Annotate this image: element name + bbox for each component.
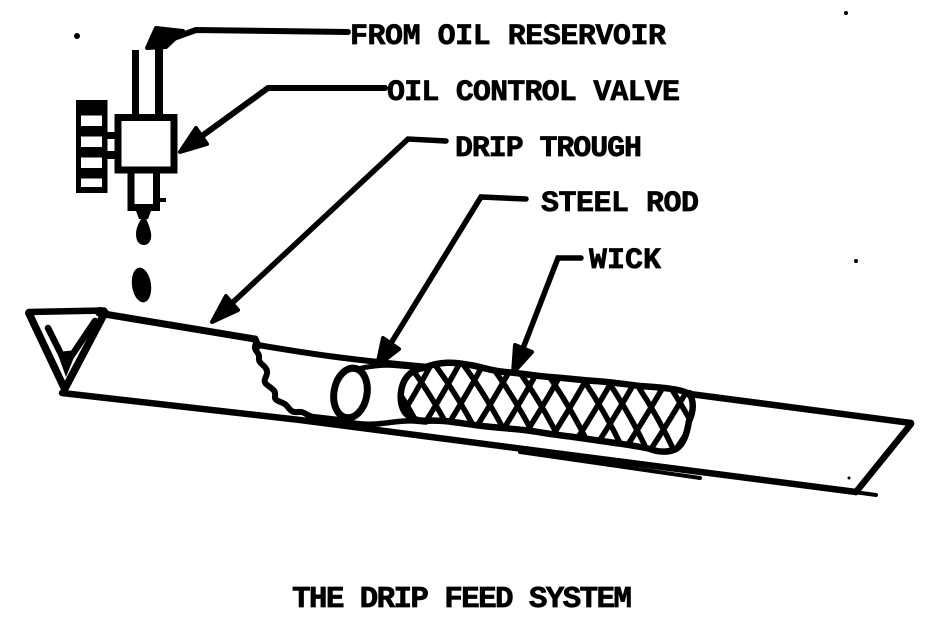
svg-text:FROM OIL RESERVOIR: FROM OIL RESERVOIR bbox=[350, 20, 666, 54]
svg-text:THE DRIP FEED SYSTEM: THE DRIP FEED SYSTEM bbox=[292, 582, 632, 617]
svg-text:STEEL ROD: STEEL ROD bbox=[541, 187, 699, 221]
svg-text:DRIP TROUGH: DRIP TROUGH bbox=[455, 132, 642, 166]
svg-text:OIL CONTROL VALVE: OIL CONTROL VALVE bbox=[387, 76, 680, 110]
svg-text:WICK: WICK bbox=[589, 244, 661, 278]
